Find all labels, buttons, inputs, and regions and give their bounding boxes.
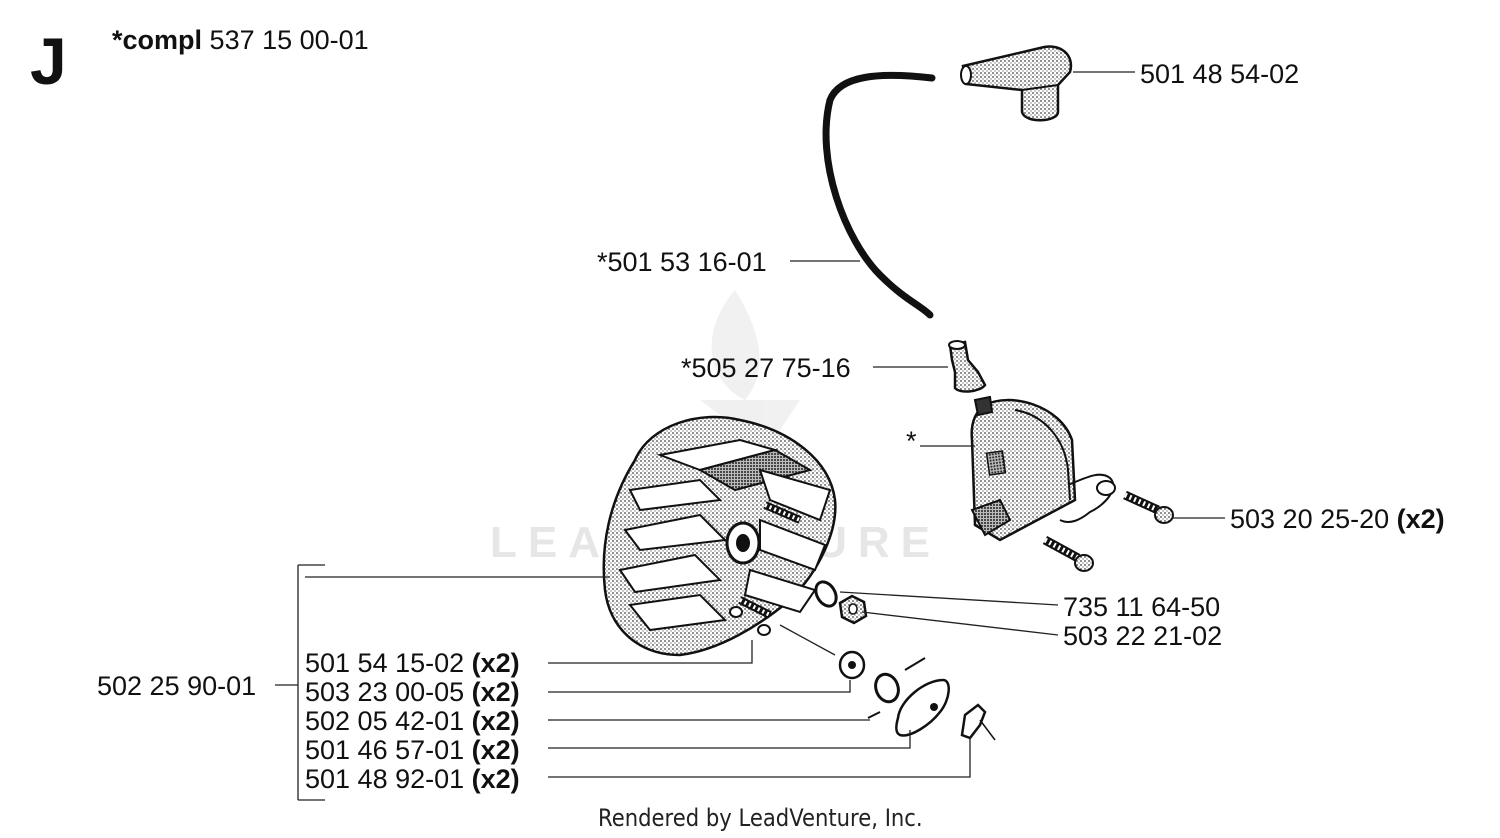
part-number: 503 23 00-05 xyxy=(305,677,465,707)
part-number: 501 46 57-01 xyxy=(305,735,465,765)
leader-lines xyxy=(275,71,1225,801)
ht-lead-wire xyxy=(822,71,936,319)
part-number: 502 05 42-01 xyxy=(305,706,465,736)
part-label-plug-cap[interactable]: 501 48 54-02 xyxy=(1140,59,1299,89)
part-number: 501 48 54-02 xyxy=(1140,59,1300,89)
part-label-pawl-spring[interactable]: 502 05 42-01 (x2) xyxy=(305,706,520,736)
part-label-contact-spring[interactable]: *505 27 75-16 xyxy=(681,353,851,383)
part-label-ht-lead[interactable]: *501 53 16-01 xyxy=(597,247,767,277)
part-qty: (x2) xyxy=(471,706,520,736)
washer-nut-drawing xyxy=(814,580,868,625)
part-number: 501 48 92-01 xyxy=(305,764,465,794)
module-screw-drawing xyxy=(1042,490,1174,572)
part-label-ignition-module[interactable]: * xyxy=(906,426,917,456)
part-qty: (x2) xyxy=(1396,504,1445,534)
part-label-pawl[interactable]: 501 46 57-01 (x2) xyxy=(305,735,520,765)
plug-cap-drawing xyxy=(960,45,1073,122)
part-label-pawl-screw[interactable]: 501 54 15-02 (x2) xyxy=(305,648,520,678)
contact-spring-drawing xyxy=(948,340,987,393)
part-label-pawl-clip[interactable]: 501 48 92-01 (x2) xyxy=(305,764,520,794)
part-label-module-screw[interactable]: 503 20 25-20 (x2) xyxy=(1230,504,1445,534)
pawl-assembly-drawing xyxy=(838,650,996,741)
ignition-module-drawing xyxy=(970,395,1116,542)
part-number: 735 11 64-50 xyxy=(1063,592,1221,622)
part-qty: (x2) xyxy=(471,648,520,678)
part-number: *501 53 16-01 xyxy=(597,247,767,277)
part-number: 503 22 21-02 xyxy=(1063,621,1223,651)
title-number: 537 15 00-01 xyxy=(209,25,369,55)
part-label-pawl-washer[interactable]: 503 23 00-05 (x2) xyxy=(305,677,520,707)
part-number: 501 54 15-02 xyxy=(305,648,465,678)
part-label-washer[interactable]: 735 11 64-50 xyxy=(1063,592,1220,622)
part-qty: (x2) xyxy=(471,764,520,794)
part-number: 502 25 90-01 xyxy=(97,671,257,701)
part-number: * xyxy=(906,426,917,456)
part-number: 503 20 25-20 xyxy=(1230,504,1390,534)
title-prefix: *compl xyxy=(112,25,203,55)
part-label-nut[interactable]: 503 22 21-02 xyxy=(1063,621,1222,651)
flywheel-drawing xyxy=(602,415,837,657)
assembly-title: *compl 537 15 00-01 xyxy=(112,25,369,55)
part-qty: (x2) xyxy=(471,735,520,765)
footer-credit: Rendered by LeadVenture, Inc. xyxy=(598,804,923,832)
part-label-flywheel[interactable]: 502 25 90-01 xyxy=(97,671,256,701)
part-qty: (x2) xyxy=(471,677,520,707)
part-number: *505 27 75-16 xyxy=(681,353,851,383)
section-letter: J xyxy=(30,24,67,98)
